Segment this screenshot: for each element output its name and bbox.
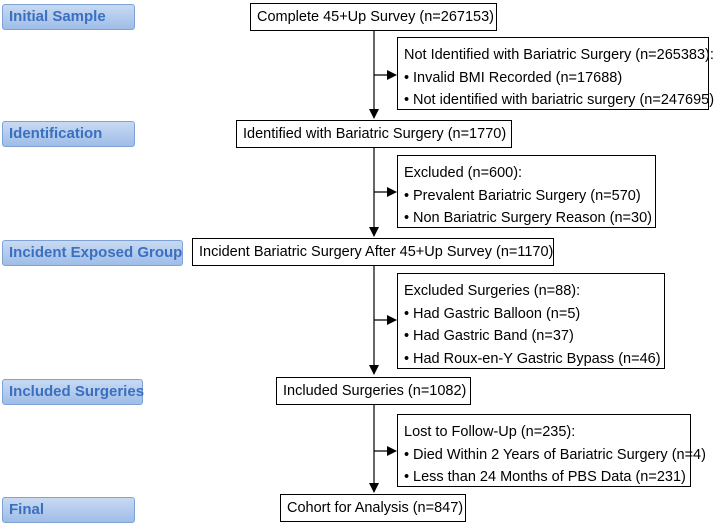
bullet-icon: • [404,350,410,367]
main-box-complete-survey: Complete 45+Up Survey (n=267153) [250,3,497,31]
stage-label-incident-exposed-group: Incident Exposed Group [2,240,183,266]
exclusion-item: •Not identified with bariatric surgery (… [404,89,714,112]
exclusion-box-not-identified: Not Identified with Bariatric Surgery (n… [397,37,714,112]
exclusion-item: •Had Roux-en-Y Gastric Bypass (n=46) [404,348,661,371]
bullet-icon: • [404,187,410,204]
exclusion-box-excluded-surgeries: Excluded Surgeries (n=88): •Had Gastric … [397,273,665,369]
main-box-included-surgeries: Included Surgeries (n=1082) [276,377,471,405]
exclusion-item: •Invalid BMI Recorded (n=17688) [404,67,702,90]
bullet-icon: • [404,328,410,344]
exclusion-item: •Less than 24 Months of PBS Data (n=231) [404,466,686,489]
bullet-icon: • [404,305,410,322]
exclusion-title: Excluded Surgeries (n=88): [404,283,581,299]
exclusion-item: •Non Bariatric Surgery Reason (n=30) [404,207,652,230]
bullet-icon: • [404,446,410,463]
exclusion-box-lost-to-follow-up: Lost to Follow-Up (n=235): •Died Within … [397,414,706,489]
stage-label-identification: Identification [2,121,135,147]
stage-label-included-surgeries: Included Surgeries [2,379,144,405]
main-box-incident-bariatric: Incident Bariatric Surgery After 45+Up S… [192,238,554,266]
stage-label-initial-sample: Initial Sample [2,4,135,30]
bullet-icon: • [404,92,410,108]
exclusion-title: Excluded (n=600): [404,165,523,181]
bullet-icon: • [404,469,410,485]
exclusion-box-excluded: Excluded (n=600): •Prevalent Bariatric S… [397,155,656,228]
exclusion-item: •Prevalent Bariatric Surgery (n=570) [404,185,649,208]
bullet-icon: • [404,69,410,86]
main-box-cohort-for-analysis: Cohort for Analysis (n=847) [280,494,466,522]
exclusion-item: •Had Gastric Balloon (n=5) [404,303,658,326]
exclusion-title: Not Identified with Bariatric Surgery (n… [404,47,714,63]
exclusion-title: Lost to Follow-Up (n=235): [404,424,576,440]
bullet-icon: • [404,210,410,226]
stage-label-final: Final [2,497,135,523]
exclusion-item: •Had Gastric Band (n=37) [404,325,658,348]
exclusion-item: •Died Within 2 Years of Bariatric Surger… [404,444,706,467]
main-box-identified-bariatric: Identified with Bariatric Surgery (n=177… [236,120,512,148]
